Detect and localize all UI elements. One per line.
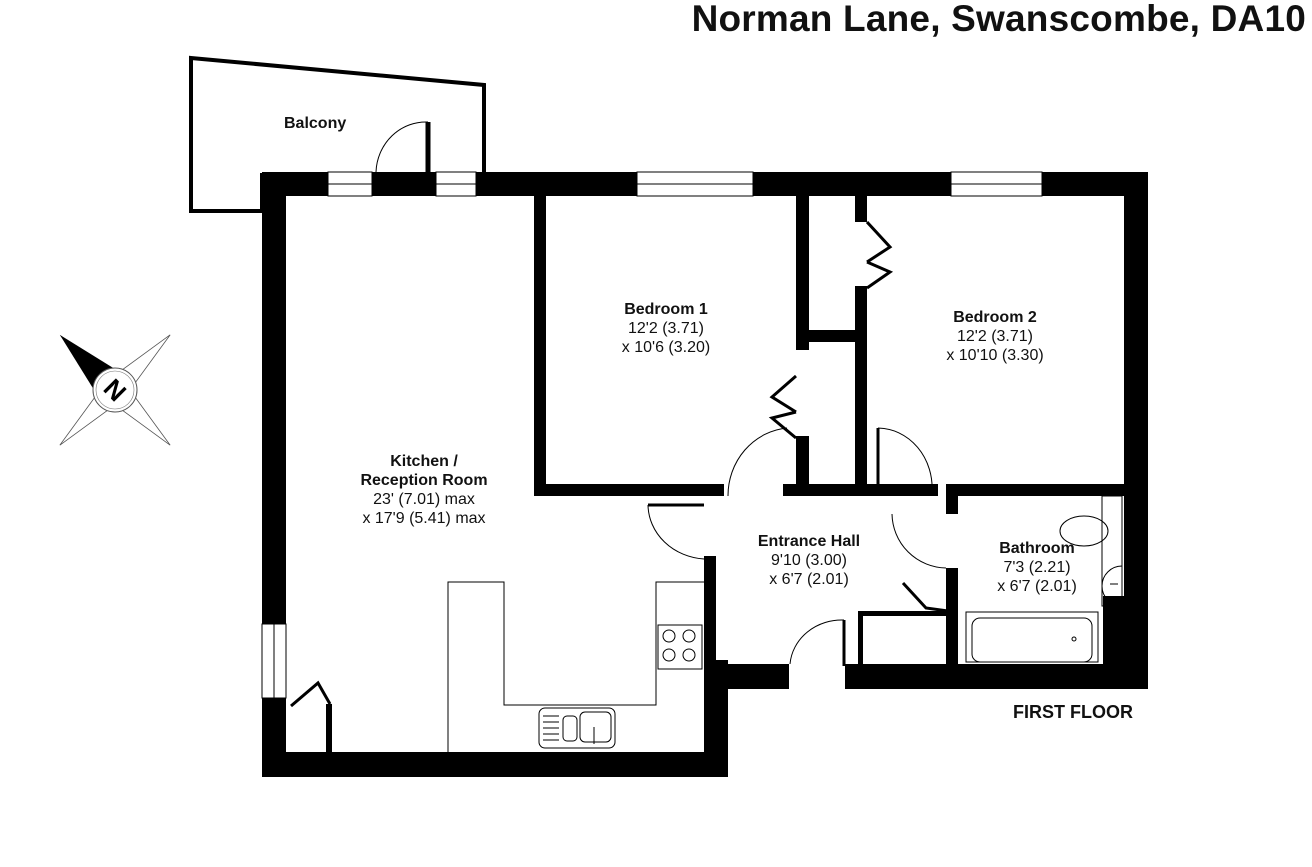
floor-label: FIRST FLOOR [1013, 702, 1133, 722]
room-entrance-hall: Entrance Hall 9'10 (3.00) x 6'7 (2.01) [758, 532, 860, 589]
compass-icon: N [59, 334, 171, 446]
room-dimension: 12'2 (3.71) [957, 328, 1033, 345]
room-name: Reception Room [360, 472, 488, 489]
door-swings [647, 427, 947, 665]
room-dimension: x 10'6 (3.20) [621, 339, 711, 356]
room-name: Bedroom 1 [624, 301, 708, 318]
page-title: Norman Lane, Swanscombe, DA10 [691, 0, 1306, 39]
bathroom-fixtures [965, 495, 1123, 663]
door-leaves [648, 428, 880, 666]
kitchen-units [447, 581, 704, 752]
interior-walls [534, 172, 1136, 668]
windows [261, 171, 1043, 699]
room-bedroom-2: Bedroom 2 12'2 (3.71) x 10'10 (3.30) [946, 308, 1043, 365]
room-name: Entrance Hall [757, 533, 861, 550]
room-dimension: x 10'10 (3.30) [946, 347, 1044, 364]
room-kitchen-reception: Kitchen / Reception Room 23' (7.01) max … [360, 452, 487, 528]
room-name: Bedroom 2 [953, 309, 1037, 326]
wardrobe-doors [290, 220, 949, 708]
room-name: Bathroom [999, 540, 1075, 557]
room-dimension: 23' (7.01) max [373, 491, 475, 508]
room-dimension: x 6'7 (2.01) [997, 578, 1077, 595]
room-bedroom-1: Bedroom 1 12'2 (3.71) x 10'6 (3.20) [622, 300, 710, 357]
balcony-door [375, 121, 431, 190]
room-bathroom: Bathroom 7'3 (2.21) x 6'7 (2.01) [997, 539, 1077, 596]
room-label-balcony: Balcony [284, 115, 347, 132]
room-dimension: x 17'9 (5.41) max [362, 510, 486, 527]
room-dimension: 9'10 (3.00) [770, 552, 847, 569]
room-dimension: 12'2 (3.71) [628, 320, 704, 337]
room-dimension: 7'3 (2.21) [1003, 559, 1071, 576]
room-dimension: x 6'7 (2.01) [769, 571, 849, 588]
cupboard-wall [326, 704, 332, 752]
room-name: Kitchen / [390, 453, 458, 470]
